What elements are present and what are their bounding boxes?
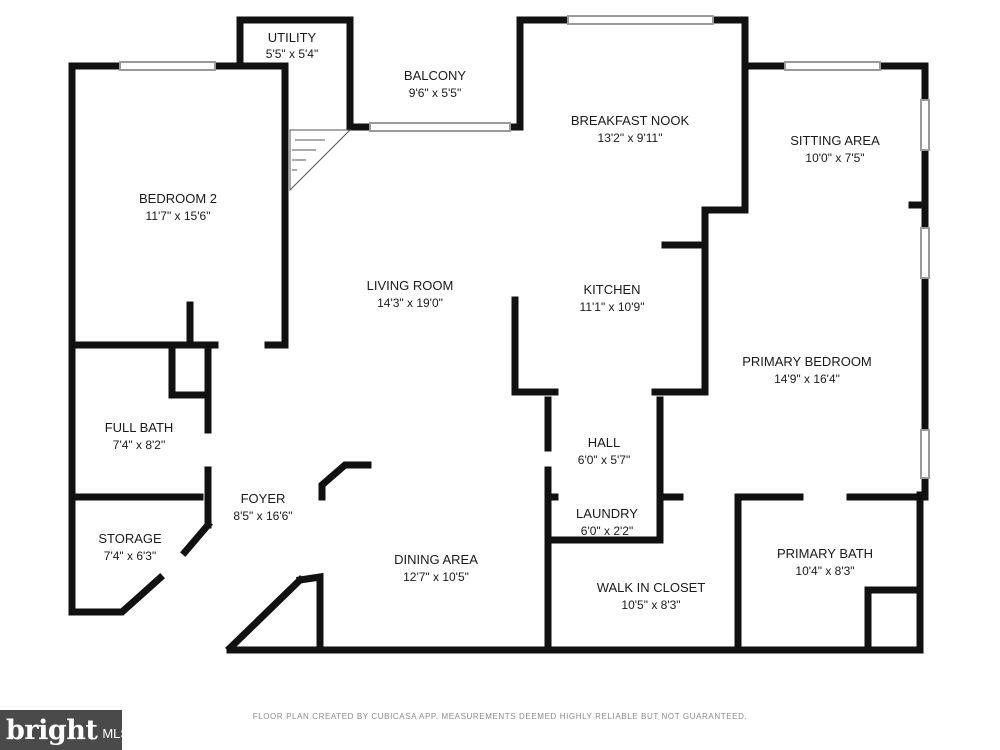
room-dims-primary-bedroom: 14'9" x 16'4" (774, 372, 840, 386)
room-dims-hall: 6'0" x 5'7" (578, 453, 630, 467)
room-dims-kitchen: 11'1" x 10'9" (580, 300, 645, 314)
window-right-2 (920, 227, 930, 279)
room-name-laundry: LAUNDRY (576, 506, 638, 521)
room-dims-breakfast-nook: 13'2" x 9'11" (598, 131, 663, 145)
window-nook-top (567, 15, 714, 25)
room-name-balcony: BALCONY (404, 68, 466, 83)
room-dims-utility: 5'5" x 5'4" (266, 47, 318, 61)
room-dims-bedroom-2: 11'7" x 15'6" (146, 209, 211, 223)
room-dims-full-bath: 7'4" x 8'2" (113, 438, 165, 452)
bright-mls-logo: bright MLS (0, 710, 129, 750)
room-name-dining-area: DINING AREA (394, 552, 478, 567)
room-name-full-bath: FULL BATH (105, 420, 174, 435)
window-sitting-top (784, 61, 881, 71)
window-balcony (369, 122, 511, 132)
room-name-breakfast-nook: BREAKFAST NOOK (571, 113, 690, 128)
window-right-3 (920, 429, 930, 479)
room-labels: UTILITY 5'5" x 5'4" BALCONY 9'6" x 5'5" … (98, 30, 880, 612)
room-dims-primary-bath: 10'4" x 8'3" (795, 564, 854, 578)
room-name-primary-bath: PRIMARY BATH (777, 546, 873, 561)
room-dims-dining-area: 12'7" x 10'5" (403, 570, 469, 584)
logo-suffix-text: MLS (102, 725, 130, 741)
windows (119, 15, 930, 479)
room-name-kitchen: KITCHEN (583, 282, 640, 297)
room-name-utility: UTILITY (268, 30, 317, 45)
room-dims-sitting-area: 10'0" x 7'5" (805, 151, 864, 165)
room-dims-walk-in-closet: 10'5" x 8'3" (621, 598, 680, 612)
room-dims-laundry: 6'0" x 2'2" (581, 524, 633, 538)
room-name-bedroom-2: BEDROOM 2 (139, 191, 217, 206)
room-name-walk-in-closet: WALK IN CLOSET (597, 580, 706, 595)
room-dims-living-room: 14'3" x 19'0" (377, 296, 443, 310)
room-dims-foyer: 8'5" x 16'6" (233, 509, 292, 523)
stairs (289, 129, 352, 192)
room-name-living-room: LIVING ROOM (367, 278, 454, 293)
room-name-foyer: FOYER (241, 491, 286, 506)
logo-brand-text: bright (6, 714, 98, 746)
room-name-storage: STORAGE (98, 531, 162, 546)
room-name-sitting-area: SITTING AREA (790, 133, 880, 148)
room-name-hall: HALL (588, 435, 621, 450)
room-name-primary-bedroom: PRIMARY BEDROOM (742, 354, 872, 369)
window-right-1 (920, 99, 930, 151)
window-top-left (119, 61, 216, 71)
disclaimer-text: FLOOR PLAN CREATED BY CUBICASA APP. MEAS… (252, 712, 748, 721)
room-dims-balcony: 9'6" x 5'5" (409, 86, 461, 100)
room-dims-storage: 7'4" x 6'3" (104, 549, 156, 563)
